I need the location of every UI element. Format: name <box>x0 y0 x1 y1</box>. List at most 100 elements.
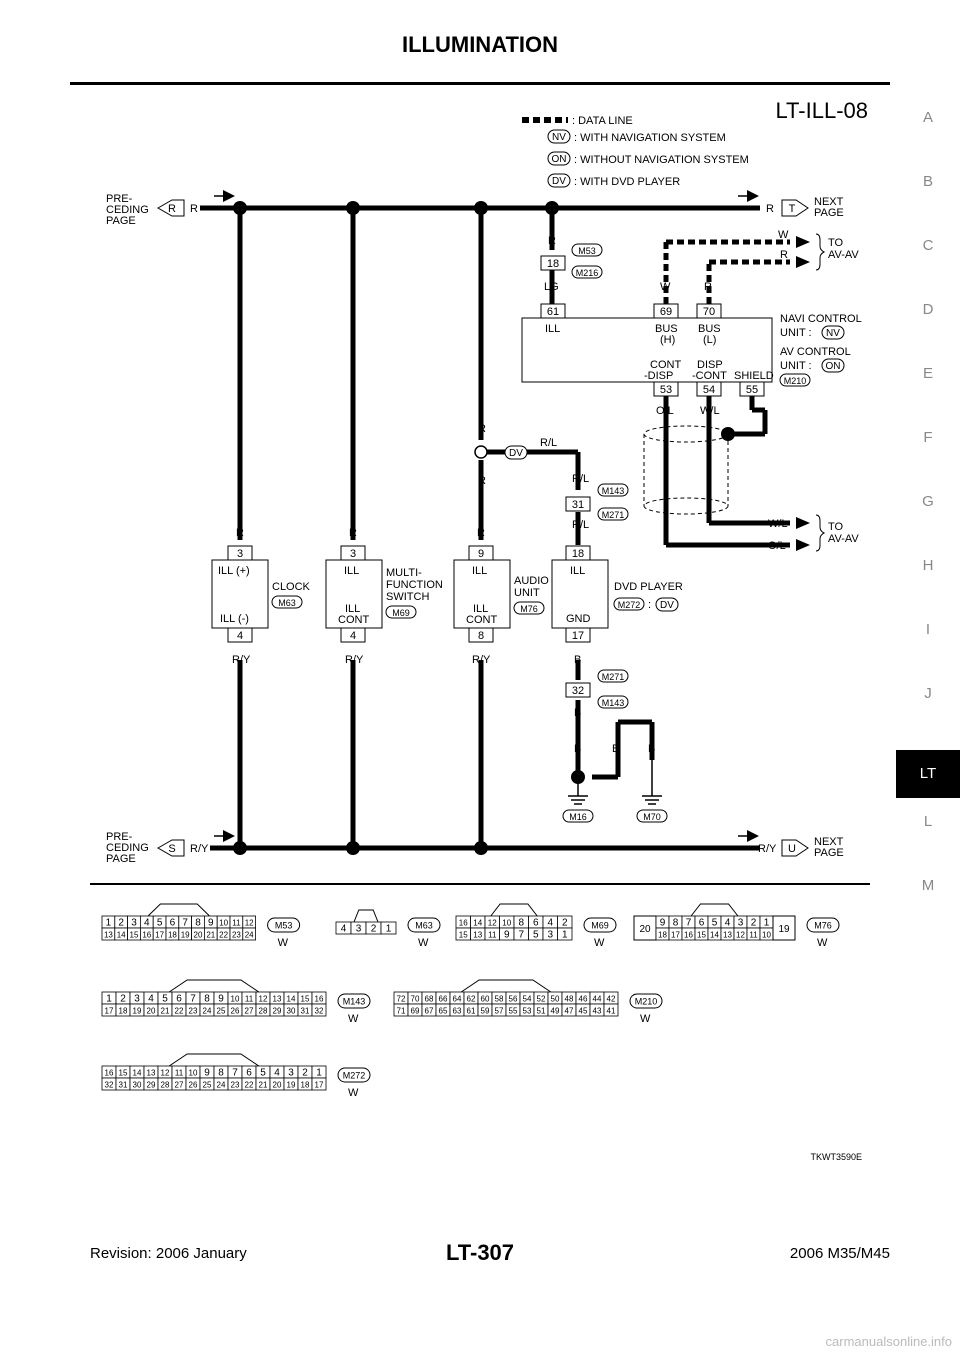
pin-label: 69 <box>411 1007 420 1016</box>
pin-label: 1 <box>316 1068 322 1079</box>
dvd-option-branch: DV R/L R R R/L <box>474 423 589 487</box>
pin-label: 32 <box>105 1081 114 1090</box>
option-badge: ON <box>826 361 841 372</box>
pin-function: ILL <box>545 323 560 335</box>
connector-latch <box>460 979 552 993</box>
pin-label: 68 <box>425 995 434 1004</box>
pin-number: 8 <box>478 630 484 642</box>
side-tab-m[interactable]: M <box>921 877 935 894</box>
pin-label: 13 <box>104 931 113 940</box>
pin-label: 4 <box>274 1068 280 1079</box>
pin-label: 67 <box>425 1007 434 1016</box>
side-tab-h[interactable]: H <box>922 557 934 574</box>
pin-label: 16 <box>105 1069 114 1078</box>
connector-latch <box>168 1053 260 1067</box>
pin-label: 17 <box>105 1007 114 1016</box>
to-label: AV-AV <box>828 533 859 545</box>
pin-label: 7 <box>518 930 524 941</box>
wire-color-label: R <box>190 203 198 215</box>
pin-label: 25 <box>217 1007 226 1016</box>
pin-label: 8 <box>673 918 679 929</box>
dvd-player: 18 17 ILL GND DVD PLAYER M272 : DV B <box>551 545 683 666</box>
pin-function: ILL <box>344 565 359 577</box>
wire-color-label: R/Y <box>190 843 209 855</box>
connector-code: M69 <box>591 921 609 931</box>
pin-label: 15 <box>301 995 310 1004</box>
side-tab-j[interactable]: J <box>924 685 932 702</box>
pin-label: 29 <box>147 1081 156 1090</box>
pin-cell <box>380 921 397 935</box>
pin-function: SHIELD <box>734 370 774 382</box>
pin-label: 14 <box>473 919 482 928</box>
pin-label: 48 <box>565 995 574 1004</box>
pin-label: 6 <box>170 918 176 929</box>
connector-code: M143 <box>602 486 625 496</box>
wire-color-label: R <box>780 249 788 261</box>
pin-label: 16 <box>459 919 468 928</box>
preceding-page-label: CEDING <box>106 204 149 216</box>
pin-label: 62 <box>467 995 476 1004</box>
pin-label: 10 <box>231 995 240 1004</box>
pin-label: 27 <box>245 1007 254 1016</box>
side-tab-lt[interactable]: LT <box>896 750 960 798</box>
side-tab-l[interactable]: L <box>923 813 933 830</box>
pin-function: DISP <box>697 359 723 371</box>
top-bus: PRE- CEDING PAGE R R R T NEXT PAGE <box>106 190 844 227</box>
pin-label: 14 <box>287 995 296 1004</box>
side-tab-e[interactable]: E <box>922 365 933 382</box>
pin-label: 26 <box>231 1007 240 1016</box>
pin-cell <box>557 927 573 941</box>
side-tab-i[interactable]: I <box>925 621 931 638</box>
pin-label: 14 <box>710 931 719 940</box>
pin-label: 54 <box>523 995 532 1004</box>
pin-label: 58 <box>495 995 504 1004</box>
pin-label: 47 <box>565 1007 574 1016</box>
component-name: UNIT : <box>780 327 812 339</box>
pin-label: 14 <box>133 1069 142 1078</box>
shielded-wires: O/L W/L W/L O/L TO AV-AV <box>643 396 859 552</box>
pin-label: 15 <box>119 1069 128 1078</box>
pin-label: 8 <box>195 918 201 929</box>
pin-label: 51 <box>537 1007 546 1016</box>
connector-color: W <box>640 1013 651 1025</box>
connector-color: W <box>817 937 828 949</box>
preceding-page-label: CEDING <box>106 842 149 854</box>
component-name: FUNCTION <box>386 579 443 591</box>
pin-label: 16 <box>142 931 151 940</box>
pin-function: CONT <box>338 614 369 626</box>
side-tab-a[interactable]: A <box>922 109 933 126</box>
pin-number: 3 <box>350 548 356 560</box>
pin-function: ILL <box>570 565 585 577</box>
component-name: UNIT <box>514 587 540 599</box>
joint-connector-31: 31 M143 M271 R/L <box>565 483 629 531</box>
pin-label: 7 <box>232 1068 238 1079</box>
connector-code: M63 <box>415 921 433 931</box>
pin-function: ILL (+) <box>218 565 250 577</box>
pin-label: 22 <box>219 931 228 940</box>
pin-label: 13 <box>723 931 732 940</box>
legend-on-text: : WITHOUT NAVIGATION SYSTEM <box>574 154 749 166</box>
pin-label: 2 <box>562 918 568 929</box>
side-tab-f[interactable]: F <box>923 429 933 446</box>
pin-label: 12 <box>488 919 497 928</box>
pin-label: 7 <box>686 918 692 929</box>
connector-code: M53 <box>275 921 293 931</box>
multi-function-switch: R 3 4 ILL ILL CONT MULTI- FUNCTION SWITC… <box>325 527 443 666</box>
side-tab-g[interactable]: G <box>922 493 934 510</box>
pin-label: 2 <box>302 1068 308 1079</box>
pin-number: 55 <box>746 384 758 396</box>
side-tab-c[interactable]: C <box>922 237 934 254</box>
pin-label: 63 <box>453 1007 462 1016</box>
side-tab-b[interactable]: B <box>922 173 933 190</box>
figure-code: TKWT3590E <box>810 1152 862 1162</box>
pin-label: 13 <box>473 931 482 940</box>
connector-code-badge <box>267 917 301 933</box>
side-tab-d[interactable]: D <box>922 301 934 318</box>
pin-function: -DISP <box>644 370 673 382</box>
preceding-page-label: PAGE <box>106 853 136 865</box>
pin-label: 20 <box>194 931 203 940</box>
